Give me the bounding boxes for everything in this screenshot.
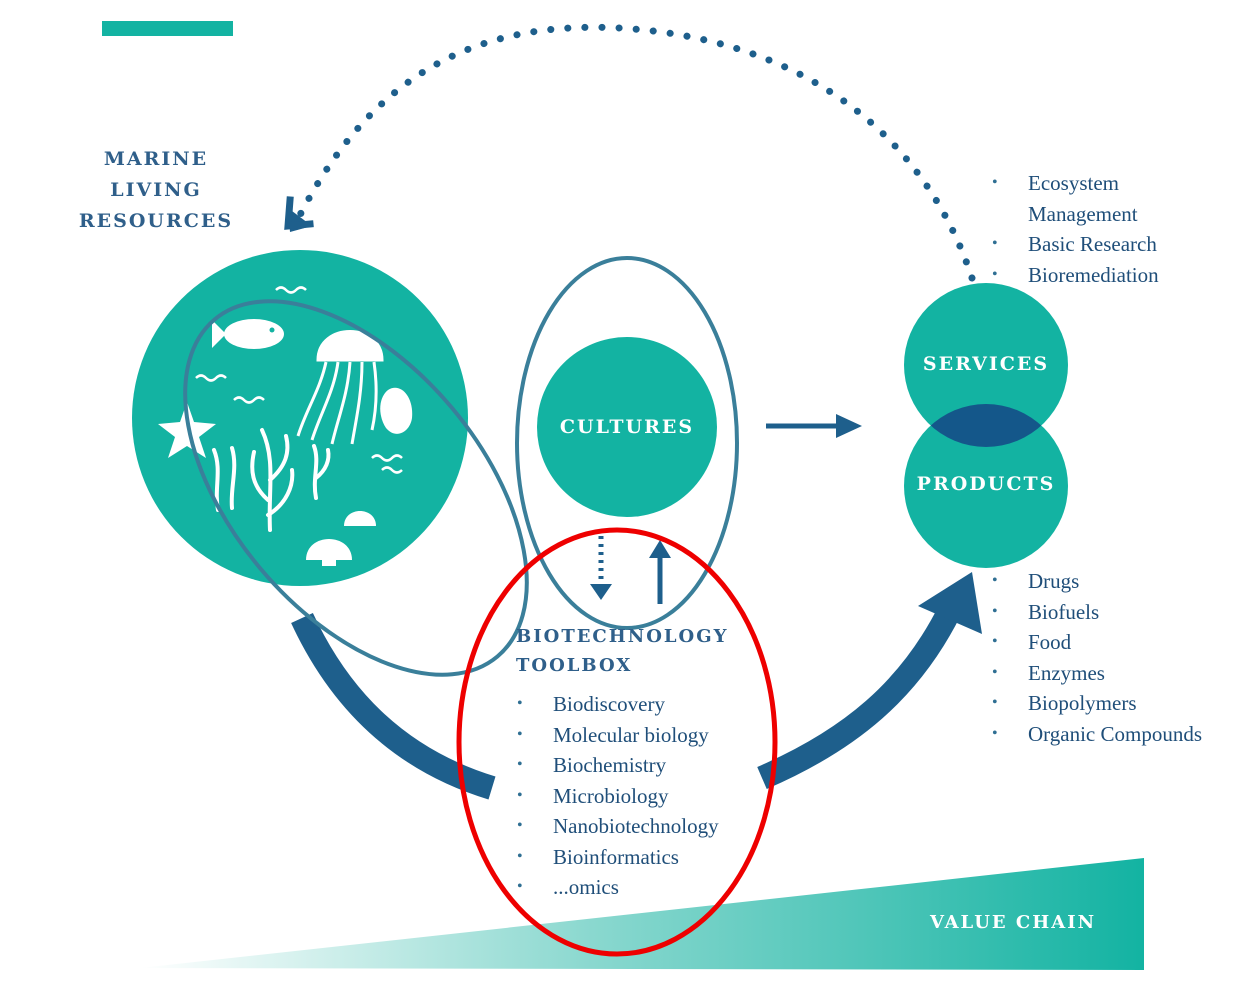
products-label: PRODUCTS <box>916 473 1056 495</box>
bullet-icon: • <box>992 174 998 191</box>
products-list-item-text: Biopolymers <box>1028 691 1137 715</box>
bullet-icon: • <box>517 725 523 743</box>
toolbox-list-item: • Molecular biology <box>517 720 719 751</box>
toolbox-list-item-text: Bioinformatics <box>553 844 679 869</box>
toolbox-list-item: • Nanobiotechnology <box>517 811 719 842</box>
bullet-icon: • <box>992 235 998 252</box>
bullet-icon: • <box>992 694 998 711</box>
value-chain-label: VALUE CHAIN <box>930 912 1097 933</box>
bullet-icon: • <box>517 847 523 865</box>
marine-resources-title-line-3: RESOURCES <box>78 210 234 232</box>
value-chain-wedge <box>140 858 1144 970</box>
services-list-item: Management <box>992 199 1159 230</box>
bullet-icon: • <box>992 663 998 681</box>
cultures-to-toolbox-arrowhead <box>590 584 612 600</box>
cultures-circle <box>537 337 717 517</box>
products-list-item-text: Enzymes <box>1028 660 1105 685</box>
feedback-dotted-arrow <box>296 23 976 282</box>
toolbox-list: • Biodiscovery • Molecular biology • Bioche… <box>517 689 719 903</box>
bullet-icon: • <box>517 756 523 773</box>
toolbox-list-item-text: Biodiscovery <box>553 692 665 716</box>
products-list-item: • Biofuels <box>992 597 1202 628</box>
toolbox-title-line-1: BIOTECHNOLOGY <box>516 626 729 647</box>
products-list-item-text: Biofuels <box>1028 599 1100 624</box>
bullet-icon: • <box>992 633 998 650</box>
services-list-item: • Basic Research <box>992 229 1159 260</box>
annotation-ellipse-cultures <box>515 256 739 630</box>
bullet-icon: • <box>517 878 523 895</box>
accent-bar <box>102 21 233 36</box>
toolbox-list-item: • ...omics <box>517 872 719 903</box>
bullet-icon: • <box>992 602 998 620</box>
bullet-icon: • <box>992 572 998 589</box>
annotation-ellipse-toolbox <box>456 527 778 957</box>
toolbox-list-item-text: Nanobiotechnology <box>553 814 719 838</box>
bullet-icon: • <box>992 265 998 283</box>
toolbox-title: BIOTECHNOLOGY TOOLBOX <box>516 622 728 680</box>
toolbox-to-products-arrow <box>757 604 961 790</box>
toolbox-list-item-text: Microbiology <box>553 783 669 808</box>
bullet-icon: • <box>517 786 523 804</box>
shell-icon <box>380 387 413 434</box>
toolbox-title-line-2: TOOLBOX <box>516 655 633 676</box>
services-circle <box>904 283 1068 447</box>
seaweed-icon <box>212 428 331 532</box>
toolbox-list-item-text: ...omics <box>553 875 619 899</box>
services-list-item: • Bioremediation <box>992 260 1159 291</box>
services-list-item-text: Management <box>1028 201 1138 226</box>
jellyfish-icon <box>296 330 384 445</box>
products-list-item: • Food <box>992 627 1202 658</box>
scallop-icon <box>306 511 376 566</box>
products-list-item: • Enzymes <box>992 658 1202 689</box>
bullet-icon: • <box>517 695 523 712</box>
toolbox-list-item-text: Molecular biology <box>553 722 709 747</box>
services-list: • Ecosystem Management • Basic Research • B… <box>992 168 1159 290</box>
toolbox-to-cultures-arrowhead <box>649 540 671 558</box>
services-list-item-text: Basic Research <box>1028 232 1157 256</box>
marine-resources-title: MARINE LIVING RESOURCES <box>75 144 237 237</box>
toolbox-list-item: • Microbiology <box>517 781 719 812</box>
toolbox-list-item-text: Biochemistry <box>553 753 667 777</box>
toolbox-list-item: • Biodiscovery <box>517 689 719 720</box>
bullet-icon: • <box>517 817 523 834</box>
products-circle <box>904 404 1068 568</box>
toolbox-list-item: • Bioinformatics <box>517 842 719 873</box>
marine-resources-title-line-2: LIVING <box>110 179 202 201</box>
services-list-item-text: Ecosystem <box>1028 171 1119 195</box>
services-list-item-text: Bioremediation <box>1028 262 1159 287</box>
services-list-item: • Ecosystem <box>992 168 1159 199</box>
fish-icon <box>212 319 284 349</box>
resources-to-toolbox-arrow <box>291 612 496 800</box>
cultures-to-services-arrowhead <box>836 414 862 438</box>
products-arrowhead <box>918 572 982 634</box>
starfish-icon <box>158 402 216 458</box>
products-list-item: • Organic Compounds <box>992 719 1202 750</box>
marine-resources-title-line-1: MARINE <box>103 148 209 170</box>
products-list-item: • Drugs <box>992 566 1202 597</box>
cultures-label: CULTURES <box>559 416 695 438</box>
products-list-item-text: Drugs <box>1028 569 1080 593</box>
waves-icon <box>195 286 403 474</box>
bullet-icon: • <box>992 724 998 742</box>
products-list-item-text: Food <box>1028 630 1072 654</box>
products-list-item: • Biopolymers <box>992 688 1202 719</box>
products-list-item-text: Organic Compounds <box>1028 721 1203 746</box>
services-label: SERVICES <box>922 353 1050 375</box>
feedback-arrowhead-chevron <box>284 196 314 230</box>
products-list: • Drugs • Biofuels • Food • Enzymes • Biopoly… <box>992 566 1202 749</box>
annotation-ellipse-resources <box>183 299 529 677</box>
toolbox-list-item: • Biochemistry <box>517 750 719 781</box>
